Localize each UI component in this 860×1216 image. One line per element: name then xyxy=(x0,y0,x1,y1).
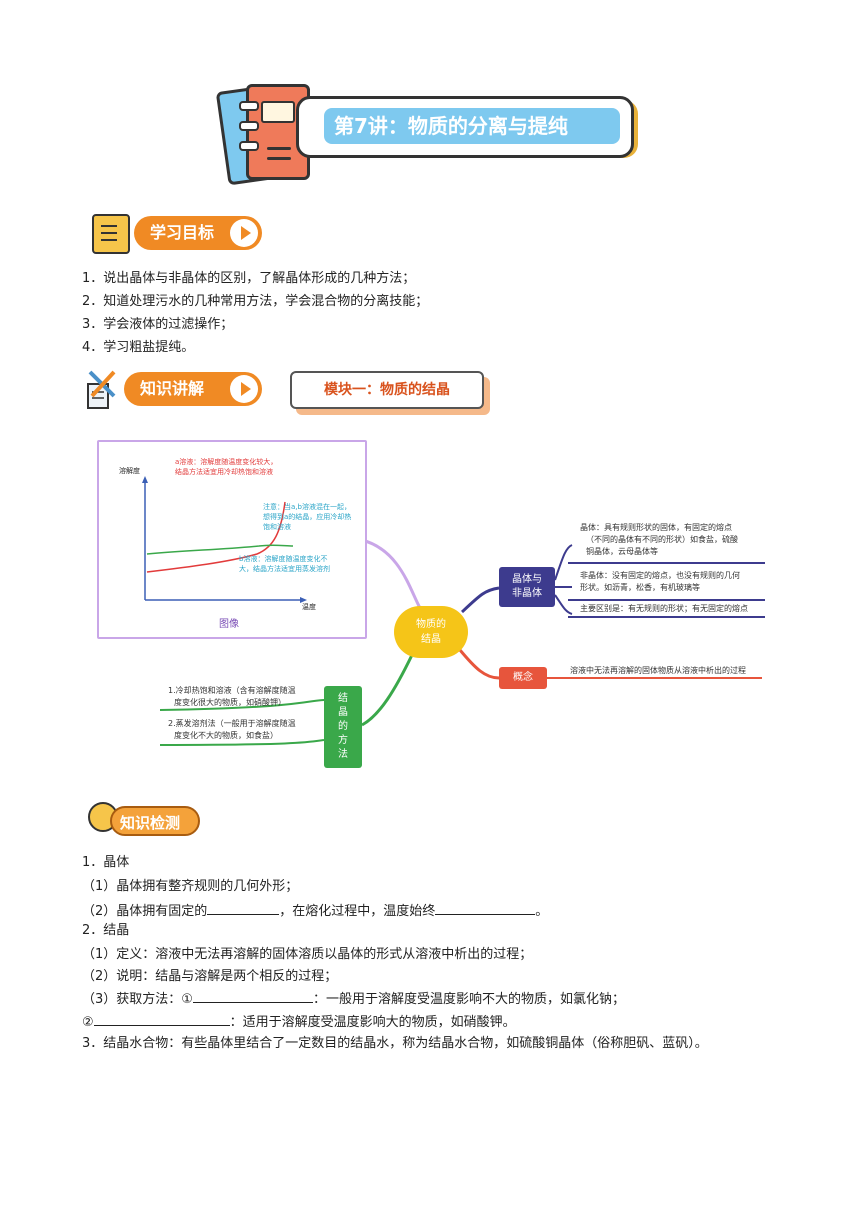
module-title: 模块一：物质的结晶 xyxy=(290,371,484,409)
knowledge-header-label: 知识讲解 xyxy=(140,379,205,398)
check-text: （2）晶体拥有固定的 xyxy=(82,904,208,919)
fill-blank[interactable] xyxy=(192,988,313,1003)
check-text: ，在熔化过程中，温度始终 xyxy=(279,904,436,919)
check-text: 。 xyxy=(535,904,549,919)
goals-header-label: 学习目标 xyxy=(150,223,215,242)
method-node-char: 结 xyxy=(338,693,348,704)
check-line: （2）说明：结晶与溶解是两个相反的过程； xyxy=(82,969,338,984)
method-node: 结 晶 的 方 法 xyxy=(324,686,362,768)
method-leaf-line: 度变化不大的物质，如食盐） xyxy=(174,731,278,740)
goal-item: 4．学习粗盐提纯。 xyxy=(82,340,195,355)
check-header: 知识检测 xyxy=(110,806,200,836)
crystal-node-line: 晶体与 xyxy=(512,574,542,585)
crystal-node-line: 非晶体 xyxy=(512,588,542,599)
knowledge-header: 知识讲解 xyxy=(124,372,262,406)
crystal-leaf: 晶体：具有规则形状的固体，有固定的熔点 （不同的晶体有不同的形状）如食盐，硫酸 … xyxy=(580,522,738,558)
concept-node: 概念 xyxy=(499,667,547,689)
check-line: （3）获取方法：① ：一般用于溶解度受温度影响不大的物质，如氯化钠； xyxy=(82,988,625,1011)
check-line: （1）晶体拥有整齐规则的几何外形； xyxy=(82,879,299,894)
noncrystal-leaf-line: 形状。如沥青，松香，有机玻璃等 xyxy=(580,583,700,592)
play-icon xyxy=(230,219,258,247)
center-line: 结晶 xyxy=(421,634,441,645)
fill-blank[interactable] xyxy=(93,1011,230,1026)
method-node-char: 晶 xyxy=(338,707,348,718)
noncrystal-leaf: 非晶体：没有固定的熔点，也没有规则的几何 形状。如沥青，松香，有机玻璃等 xyxy=(580,570,740,594)
check-line: ② ：适用于溶解度受温度影响大的物质，如硝酸钾。 xyxy=(82,1011,516,1034)
goal-item: 1．说出晶体与非晶体的区别，了解晶体形成的几种方法； xyxy=(82,271,416,286)
note-a: a溶液：溶解度随温度变化较大， 结晶方法适宜用冷却热饱和溶液 xyxy=(175,457,277,477)
concept-leaf: 溶液中无法再溶解的固体物质从溶液中析出的过程 xyxy=(570,666,746,675)
note-a-line: a溶液：溶解度随温度变化较大， xyxy=(175,458,278,466)
note-a-line: 结晶方法适宜用冷却热饱和溶液 xyxy=(175,468,273,476)
tools-icon xyxy=(87,370,116,409)
crystal-leaf-line: 晶体：具有规则形状的固体，有固定的熔点 xyxy=(580,523,732,532)
check-text: （3）获取方法：① xyxy=(82,992,193,1007)
note-b-line: 大，结晶方法适宜用蒸发溶剂 xyxy=(239,565,330,573)
fill-blank[interactable] xyxy=(207,900,280,915)
note-c: 注意：当a,b溶液混在一起， 想得到a的结晶，应用冷却热 饱和溶液 xyxy=(263,502,351,532)
mindmap-connectors xyxy=(159,538,765,746)
mindmap-center: 物质的 结晶 xyxy=(394,606,468,658)
goals-header: 学习目标 xyxy=(134,216,262,250)
goal-item: 3．学会液体的过滤操作； xyxy=(82,317,234,332)
solubility-graph: 溶解度 温度 a溶液：溶解度随温度变化较大， 结晶方法适宜用冷却热饱和溶液 注意… xyxy=(97,440,367,639)
check-text: ② xyxy=(82,1015,94,1030)
graph-xlabel: 温度 xyxy=(302,603,316,611)
method-leaf-line: 2.蒸发溶剂法（一般用于溶解度随温 xyxy=(168,719,296,728)
crystal-leaf-line: 铜晶体，云母晶体等 xyxy=(586,547,658,556)
solubility-curves xyxy=(142,476,307,603)
note-c-line: 饱和溶液 xyxy=(263,523,291,531)
note-b-line: b溶液：溶解度随温度变化不 xyxy=(239,555,328,563)
method-node-char: 方 xyxy=(338,735,348,746)
check-line: 1．晶体 xyxy=(82,855,130,870)
method-leaf-line: 度变化很大的物质，如硝酸钾） xyxy=(174,698,286,707)
fill-blank[interactable] xyxy=(435,900,536,915)
method-leaf-line: 1.冷却热饱和溶液（含有溶解度随温 xyxy=(168,686,296,695)
method-node-char: 的 xyxy=(338,721,348,732)
graph-ylabel: 溶解度 xyxy=(119,467,140,475)
note-b: b溶液：溶解度随温度变化不 大，结晶方法适宜用蒸发溶剂 xyxy=(239,554,330,574)
crystal-node: 晶体与 非晶体 xyxy=(499,567,555,607)
note-c-line: 想得到a的结晶，应用冷却热 xyxy=(263,513,352,521)
check-line: 3．结晶水合物：有些晶体里结合了一定数目的结晶水，称为结晶水合物，如硫酸铜晶体（… xyxy=(82,1036,708,1051)
scroll-pen-icon xyxy=(92,214,130,254)
noncrystal-leaf-line: 非晶体：没有固定的熔点，也没有规则的几何 xyxy=(580,571,740,580)
method-node-char: 法 xyxy=(338,749,348,760)
check-line: （1）定义：溶液中无法再溶解的固体溶质以晶体的形式从溶液中析出的过程； xyxy=(82,947,533,962)
goal-item: 2．知道处理污水的几种常用方法，学会混合物的分离技能； xyxy=(82,294,429,309)
center-line: 物质的 xyxy=(416,619,446,630)
method-leaf: 2.蒸发溶剂法（一般用于溶解度随温 度变化不大的物质，如食盐） xyxy=(168,718,296,742)
note-c-line: 注意：当a,b溶液混在一起， xyxy=(263,503,351,511)
page-title: 第7讲：物质的分离与提纯 xyxy=(324,108,620,144)
check-text: ：适用于溶解度受温度影响大的物质，如硝酸钾。 xyxy=(229,1015,516,1030)
play-icon xyxy=(230,375,258,403)
check-text: ：一般用于溶解度受温度影响不大的物质，如氯化钠； xyxy=(312,992,625,1007)
check-line: 2．结晶 xyxy=(82,923,130,938)
graph-caption: 图像 xyxy=(219,619,239,630)
crystal-leaf-line: （不同的晶体有不同的形状）如食盐，硫酸 xyxy=(586,535,738,544)
difference-leaf: 主要区别是：有无规则的形状；有无固定的熔点 xyxy=(580,604,748,613)
method-leaf: 1.冷却热饱和溶液（含有溶解度随温 度变化很大的物质，如硝酸钾） xyxy=(168,685,296,709)
check-line: （2）晶体拥有固定的 ，在熔化过程中，温度始终 。 xyxy=(82,900,548,923)
